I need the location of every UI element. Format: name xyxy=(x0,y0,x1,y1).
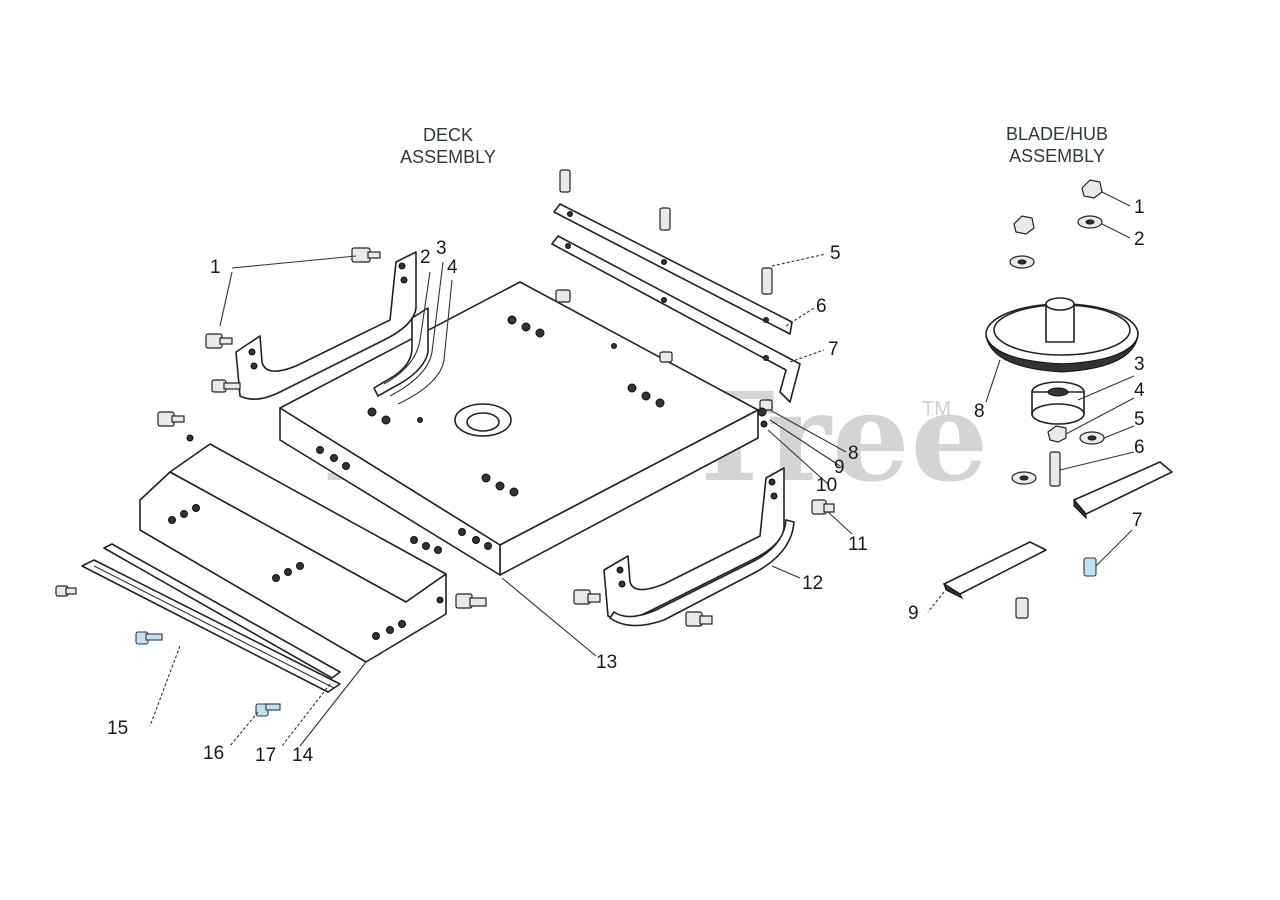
hub-leader-lines xyxy=(927,191,1135,613)
deck-leader-lines xyxy=(149,253,853,747)
deck-bolts xyxy=(55,169,835,717)
hub-parts xyxy=(943,179,1173,619)
hub-callout-8[interactable]: 8 xyxy=(974,401,985,422)
blade-hub-assembly-title: BLADE/HUB ASSEMBLY xyxy=(1005,124,1109,166)
deck-callout-5[interactable]: 5 xyxy=(830,243,841,264)
trademark-mark: TM xyxy=(922,398,951,420)
hub-callout-6[interactable]: 6 xyxy=(1134,437,1145,458)
rear-bar-lower xyxy=(551,235,801,403)
deck-callout-11[interactable]: 11 xyxy=(848,534,868,555)
deck-callout-10[interactable]: 10 xyxy=(816,475,838,496)
flap-retainer-strip xyxy=(103,543,341,679)
deck-callout-12[interactable]: 12 xyxy=(802,573,824,594)
hub-callout-9[interactable]: 9 xyxy=(908,603,919,624)
deck-callout-9[interactable]: 9 xyxy=(834,457,845,478)
rear-bar-upper xyxy=(553,203,793,335)
bracket-strip xyxy=(373,307,429,397)
deck-callout-3[interactable]: 3 xyxy=(436,238,447,259)
deck-callout-2[interactable]: 2 xyxy=(420,247,431,268)
deck-assembly-title: DECK ASSEMBLY xyxy=(400,125,496,167)
deck-callout-7[interactable]: 7 xyxy=(828,339,839,360)
hub-callout-7[interactable]: 7 xyxy=(1132,510,1143,531)
front-guard-face xyxy=(139,471,447,663)
deck-callout-4[interactable]: 4 xyxy=(447,257,458,278)
deck-housing-top xyxy=(279,281,759,546)
deck-housing-left xyxy=(279,407,501,576)
hub-callout-5[interactable]: 5 xyxy=(1134,409,1145,430)
hub-callout-2[interactable]: 2 xyxy=(1134,229,1145,250)
deck-callout-15[interactable]: 15 xyxy=(107,718,129,739)
hub-callout-4[interactable]: 4 xyxy=(1134,380,1145,401)
deck-callout-14[interactable]: 14 xyxy=(292,745,314,766)
deck-callout-8[interactable]: 8 xyxy=(848,443,859,464)
deck-spindle-hole xyxy=(466,412,500,432)
deck-callout-6[interactable]: 6 xyxy=(816,296,827,317)
right-bracket-strip xyxy=(609,519,795,627)
deck-callout-16[interactable]: 16 xyxy=(203,743,225,764)
deck-callout-17[interactable]: 17 xyxy=(255,745,277,766)
hub-callout-1[interactable]: 1 xyxy=(1134,197,1145,218)
deck-holes xyxy=(316,315,665,550)
front-guard-holes xyxy=(168,504,444,640)
hub-callout-3[interactable]: 3 xyxy=(1134,354,1145,375)
deck-callout-1[interactable]: 1 xyxy=(210,257,221,278)
deck-callout-13[interactable]: 13 xyxy=(596,652,618,673)
